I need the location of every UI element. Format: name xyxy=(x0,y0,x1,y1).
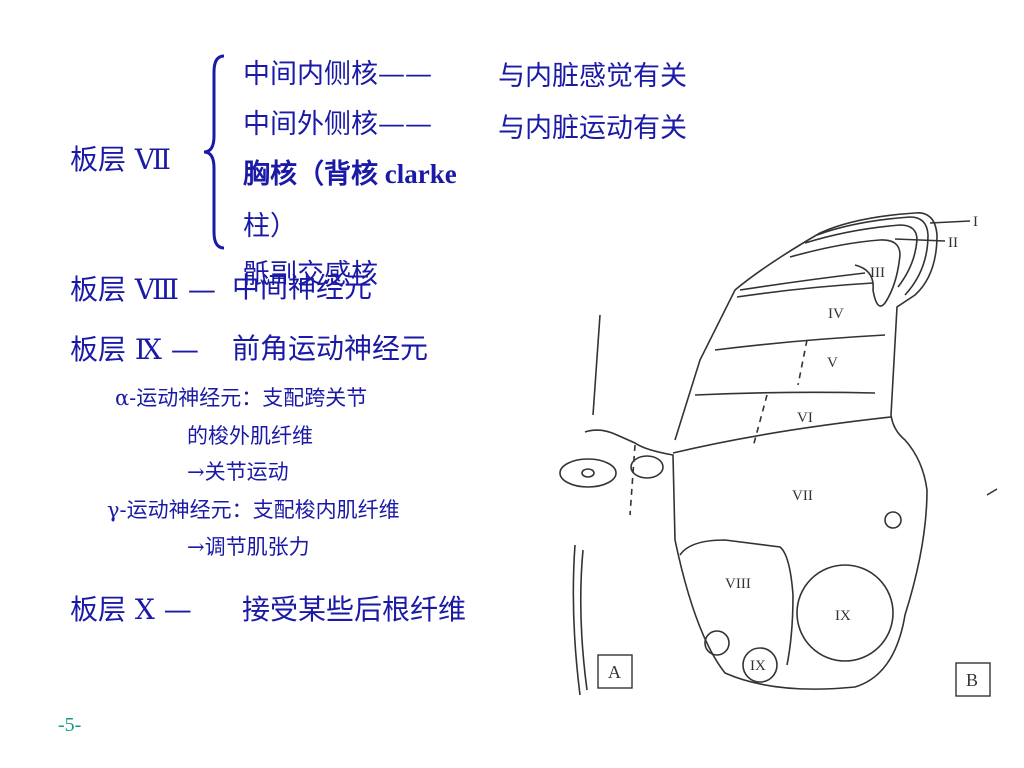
dashed-line-lower xyxy=(752,394,768,448)
central-dashed xyxy=(629,444,636,516)
lamina-9-circle xyxy=(796,564,894,662)
lamina-label-6: VI xyxy=(797,410,813,426)
lamina9-label: 板层 Ⅸ — xyxy=(70,333,199,366)
brace-icon xyxy=(203,54,225,250)
central-canal-inner xyxy=(581,468,595,478)
lamina-label-9: IX xyxy=(835,608,851,624)
dorsal-septum xyxy=(592,314,601,416)
panel-a-box xyxy=(597,654,633,689)
ventral-fissure-b xyxy=(579,549,588,691)
gray-matter-outline xyxy=(584,212,938,690)
lamina7-item3-name: 胸核（背核 clarke xyxy=(243,159,457,189)
lamina-label-2: II xyxy=(948,235,958,251)
commissure-oval xyxy=(630,455,664,479)
lamina8-desc: 中间神经元 xyxy=(232,271,373,304)
lamina7-item2-name: 中间外侧核—— xyxy=(243,109,432,140)
lamina7-item1-desc: 与内脏感觉有关 xyxy=(498,61,687,92)
lamina10-desc: 接受某些后根纤维 xyxy=(242,593,467,626)
lamina-5-6-line xyxy=(694,391,876,396)
dorsal-horn-edge xyxy=(674,232,821,441)
page-number: -5- xyxy=(58,714,82,736)
leader-line-2 xyxy=(894,238,946,242)
lamina-3-band xyxy=(789,239,901,307)
lamina-6-7-line xyxy=(672,416,892,454)
spinal-cord-laminae-diagram: I II III IV V VI VII VIII IX IX A B xyxy=(559,212,998,697)
lamina-label-1: I xyxy=(973,214,978,230)
panel-b-box xyxy=(955,662,991,697)
nucleus-circle-b xyxy=(884,511,902,529)
lamina-8-region xyxy=(679,539,794,666)
lamina7-item1-name: 中间内侧核—— xyxy=(243,59,432,90)
lamina-label-7: VII xyxy=(792,488,813,504)
dashed-line-upper xyxy=(797,339,808,386)
alpha-line3: →关节运动 xyxy=(187,460,289,484)
edge-tick xyxy=(986,488,998,496)
gamma-line1: γ-运动神经元：支配梭内肌纤维 xyxy=(107,498,400,522)
lamina-label-3: III xyxy=(870,265,885,281)
alpha-line2: 的梭外肌纤维 xyxy=(187,424,313,448)
panel-b-label: B xyxy=(966,670,978,690)
lamina-label-4: IV xyxy=(828,306,844,322)
lamina-label-5: V xyxy=(827,355,838,371)
lamina8-label: 板层 Ⅷ — xyxy=(70,273,216,306)
lamina-3-4-line-b xyxy=(736,282,874,298)
central-canal xyxy=(559,458,617,488)
ventral-fissure xyxy=(572,544,581,696)
lamina9-desc: 前角运动神经元 xyxy=(232,332,429,365)
lamina-label-9-small: IX xyxy=(750,658,766,674)
nucleus-circle xyxy=(704,630,730,656)
lamina-2-band xyxy=(804,224,918,288)
panel-a-label: A xyxy=(608,662,621,682)
lamina7-item3-name2: 柱） xyxy=(243,211,297,242)
lamina-9-small-circle xyxy=(742,647,778,683)
lamina-1-band xyxy=(816,216,929,296)
alpha-line1: α-运动神经元：支配跨关节 xyxy=(115,386,368,410)
lamina-3-4-line xyxy=(739,272,866,291)
leader-line-1 xyxy=(929,220,971,224)
lamina7-label: 板层 Ⅶ xyxy=(70,143,172,176)
lamina-4-5-line xyxy=(714,334,886,351)
lamina7-item2-desc: 与内脏运动有关 xyxy=(498,113,687,144)
lamina10-label: 板层 X — xyxy=(70,593,192,626)
lamina-label-8: VIII xyxy=(725,576,751,592)
gamma-line2: →调节肌张力 xyxy=(187,535,310,559)
lamina7-item4-name: 骶副交感核 xyxy=(243,259,378,290)
